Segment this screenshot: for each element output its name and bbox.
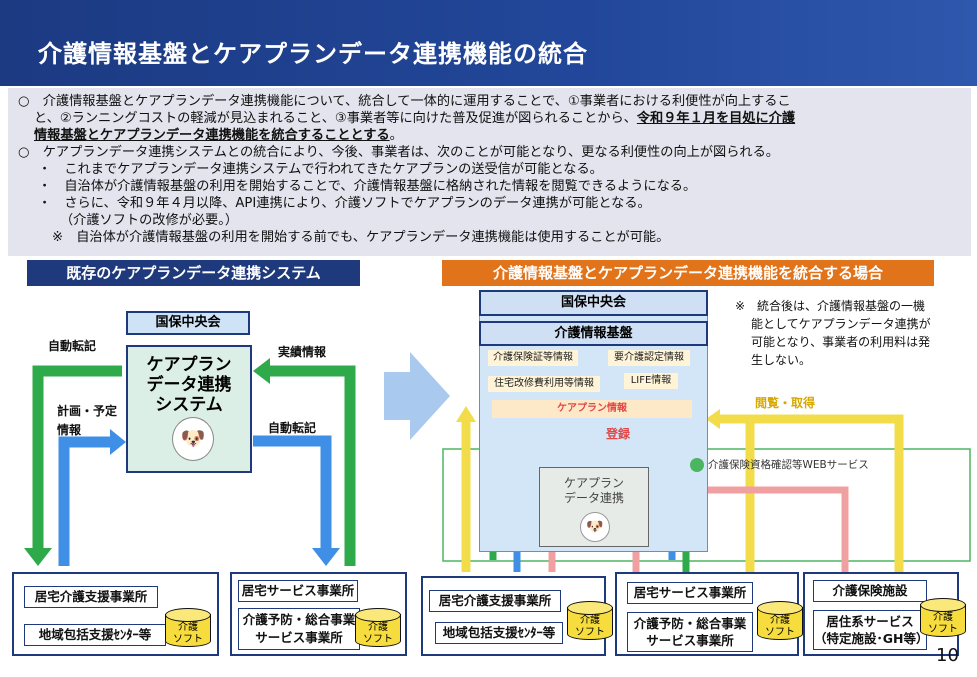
arrowhead [110, 429, 126, 455]
soft-label: 介護 [933, 612, 953, 623]
org-label: 居宅介護支援事業所 [429, 590, 561, 612]
summary-note: ※ 自治体が介護情報基盤の利用を開始する前でも、ケアプランデータ連携機能は使用す… [52, 230, 670, 245]
plan-label: 情報 [57, 423, 82, 437]
note-line: ※ 統合後は、介護情報基盤の一機 [735, 299, 926, 313]
plan-info-label: 計画・予定情報 [57, 402, 117, 440]
careplan-system-box: ケアプラン データ連携 🐶 [539, 467, 649, 547]
summary-emphasis: 令和９年１月を目処に介護 [636, 111, 796, 126]
web-service-label: 介護保険資格確認等WEBサービス [690, 456, 930, 474]
arrowhead [24, 548, 52, 566]
careplan-info-tag: ケアプラン情報 [492, 400, 692, 418]
left-section-header: 既存のケアプランデータ連携システム [27, 260, 360, 286]
info-tag: LIFE情報 [624, 373, 678, 389]
info-tag: 要介護認定情報 [608, 350, 690, 366]
summary-box: ○ 介護情報基盤とケアプランデータ連携機能について、統合して一体的に運用すること… [8, 88, 971, 256]
summary-line: ○ 介護情報基盤とケアプランデータ連携機能について、統合して一体的に運用すること… [18, 94, 791, 109]
soft-cylinder-icon: 介護ソフト [567, 601, 613, 645]
soft-label: 介護 [770, 615, 790, 626]
org-line: 介護予防・総合事業 [633, 616, 747, 631]
auto-transfer-label: 自動転記 [268, 421, 317, 435]
org-line: サービス事業所 [646, 633, 734, 648]
org-line: 居住系サービス [826, 614, 914, 629]
org-line: サービス事業所 [255, 630, 343, 645]
transition-arrow [384, 352, 450, 440]
org-line: （特定施設･GH等） [814, 631, 929, 646]
soft-label: 介護 [580, 615, 600, 626]
summary-line: 情報基盤とケアプランデータ連携機能を統合することとする。 [34, 127, 403, 144]
soft-label: 介護 [178, 622, 198, 633]
org-label: 居宅サービス事業所 [627, 582, 753, 604]
soft-label: ソフト [928, 624, 958, 635]
summary-bullet: ・ さらに、令和９年４月以降、API連携により、介護ソフトでケアプランのデータ連… [38, 196, 651, 211]
system-label: ケアプラン [563, 476, 624, 490]
info-tag: 住宅改修費利用等情報 [488, 376, 600, 392]
register-label: 登録 [606, 427, 631, 441]
org-label: 介護保険施設 [813, 580, 927, 602]
arrowhead [706, 409, 720, 429]
summary-line: ○ ケアプランデータ連携システムとの統合により、今後、事業者は、次のことが可能と… [18, 145, 779, 160]
soft-label: ソフト [173, 634, 203, 645]
soft-label: 介護 [368, 622, 388, 633]
note-line: 生しない。 [751, 353, 812, 367]
pink-arrow [708, 486, 849, 572]
kokuho-label: 国保中央会 [479, 290, 708, 316]
org-label: 居住系サービス （特定施設･GH等） [813, 610, 929, 650]
summary-emphasis: 情報基盤とケアプランデータ連携機能を統合することとする [34, 128, 390, 143]
org-group-right: 居宅介護支援事業所 地域包括支援ｾﾝﾀｰ等 [421, 576, 606, 656]
system-label: ケアプラン [146, 355, 232, 375]
plan-label: 計画・予定 [57, 404, 118, 418]
system-label: データ連携 [563, 491, 624, 505]
right-section-header: 介護情報基盤とケアプランデータ連携機能を統合する場合 [442, 260, 934, 286]
org-label: 地域包括支援ｾﾝﾀｰ等 [24, 624, 166, 646]
web-service-text: 介護保険資格確認等WEBサービス [708, 459, 869, 471]
blue-arrow-left [58, 436, 110, 566]
kiban-label: 介護情報基盤 [479, 321, 708, 346]
soft-cylinder-icon: 介護ソフト [165, 608, 211, 652]
summary-text: 。 [389, 128, 403, 143]
info-tag: 介護保険証等情報 [488, 350, 578, 366]
page-number: 10 [936, 645, 959, 666]
soft-cylinder-icon: 介護ソフト [757, 601, 803, 645]
careplan-system-box: ケアプラン データ連携 システム 🐶 [126, 345, 252, 473]
web-service-icon [690, 458, 704, 472]
note-line: 可能となり、事業者の利用料は発 [751, 335, 931, 349]
summary-line: （介護ソフトの改修が必要。） [60, 213, 239, 228]
summary-text: と、②ランニングコストの軽減が見込まれること、③事業者等に向けた普及促進が図られ… [34, 111, 637, 126]
org-label: 介護予防・総合事業サービス事業所 [238, 608, 360, 650]
kokuho-label: 国保中央会 [126, 311, 250, 335]
soft-label: ソフト [765, 627, 795, 638]
summary-line: と、②ランニングコストの軽減が見込まれること、③事業者等に向けた普及促進が図られ… [34, 110, 795, 127]
soft-cylinder-icon: 介護ソフト [920, 598, 966, 642]
system-label: システム [155, 395, 223, 415]
summary-bullet: ・ これまでケアプランデータ連携システムで行われてきたケアプランの送受信が可能と… [38, 162, 603, 177]
org-label: 居宅サービス事業所 [238, 580, 358, 602]
org-label: 居宅介護支援事業所 [24, 586, 158, 608]
org-group-right: 居宅サービス事業所 介護予防・総合事業サービス事業所 [615, 572, 799, 656]
actual-info-label: 実績情報 [278, 345, 327, 359]
integration-note: ※ 統合後は、介護情報基盤の一機 能としてケアプランデータ連携が 可能となり、事… [735, 297, 931, 369]
org-label: 地域包括支援ｾﾝﾀｰ等 [435, 622, 563, 644]
yellow-arrow [720, 414, 904, 572]
arrowhead [312, 548, 340, 566]
mascot-icon: 🐶 [172, 417, 214, 461]
green-arrow-right [270, 365, 356, 566]
org-group-right: 介護保険施設 居住系サービス （特定施設･GH等） [803, 572, 959, 656]
org-line: 介護予防・総合事業 [242, 612, 356, 627]
blue-arrow-right [253, 435, 332, 548]
green-arrow-left [32, 365, 122, 548]
arrowhead [253, 358, 270, 384]
view-acquire-label: 閲覧・取得 [755, 396, 816, 410]
summary-bullet: ・ 自治体が介護情報基盤の利用を開始することで、介護情報基盤に格納された情報を閲… [38, 179, 697, 194]
soft-label: ソフト [575, 627, 605, 638]
soft-label: ソフト [363, 634, 393, 645]
arrowhead [456, 406, 476, 422]
auto-transfer-label: 自動転記 [48, 339, 97, 353]
system-label: データ連携 [146, 375, 232, 395]
note-line: 能としてケアプランデータ連携が [751, 317, 931, 331]
org-label: 介護予防・総合事業サービス事業所 [627, 612, 753, 652]
page-title: 介護情報基盤とケアプランデータ連携機能の統合 [38, 40, 588, 68]
title-bar: 介護情報基盤とケアプランデータ連携機能の統合 [0, 0, 977, 86]
mascot-icon: 🐶 [580, 512, 610, 542]
soft-cylinder-icon: 介護ソフト [355, 608, 401, 652]
